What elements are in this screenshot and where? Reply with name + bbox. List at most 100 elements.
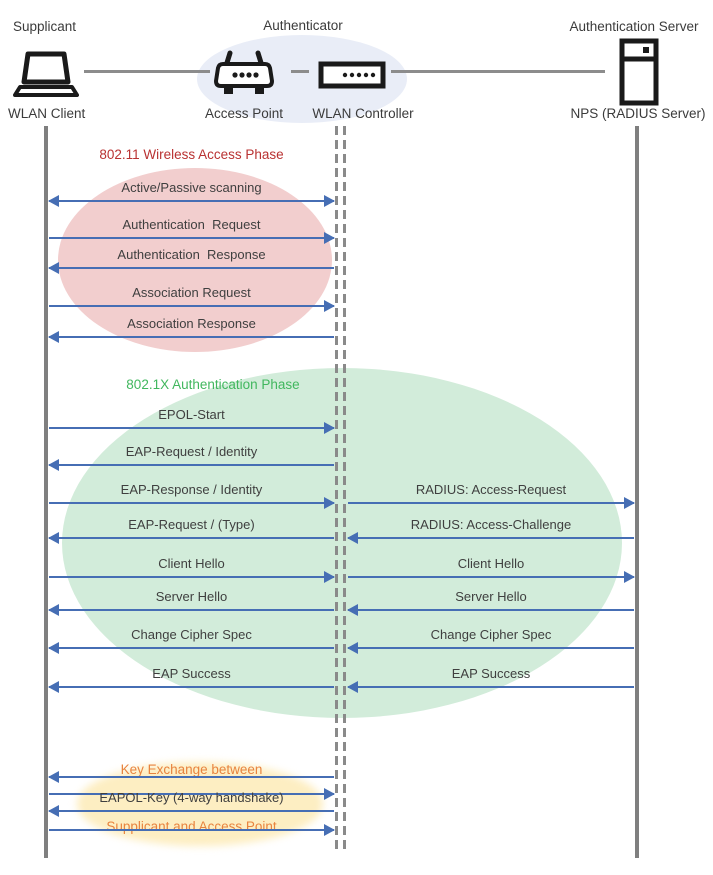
arrowhead-right-icon [324,571,335,583]
arrowhead-right-icon [324,497,335,509]
message-arrow [48,824,335,836]
arrowhead-left-icon [48,459,59,471]
wireless-phase-title: 802.11 Wireless Access Phase [99,147,284,162]
role-label-authenticator: Authenticator [263,18,343,33]
arrow-line [49,502,334,504]
message-arrow [48,497,335,509]
arrow-line [348,502,634,504]
arrow-line [49,810,334,812]
arrow-line [348,537,634,539]
lifeline-authenticator-dashed-1 [335,126,338,852]
dot1x-phase-title: 802.1X Authentication Phase [126,377,300,392]
dot1x-phase-ellipse [62,368,622,718]
arrow-line [49,464,334,466]
wlan-controller-icon [318,59,386,91]
arrow-line [49,336,334,338]
message-arrow [347,604,635,616]
arrowhead-right-icon [324,195,335,207]
role-label-supplicant: Supplicant [13,19,77,34]
arrow-line [49,686,334,688]
message-arrow [48,459,335,471]
message-arrow [48,788,335,800]
message-arrow [347,571,635,583]
message-arrow [48,571,335,583]
lifeline-authenticator-dashed-2 [343,126,346,852]
message-label: EPOL-Start [158,407,225,422]
connector-line [84,70,210,73]
server-icon [619,38,659,106]
arrowhead-left-icon [347,681,358,693]
arrowhead-right-icon [324,300,335,312]
message-label: Client Hello [158,556,225,571]
arrow-line [49,793,334,795]
message-arrow [48,262,335,274]
message-label: EAP-Request / (Type) [128,517,255,532]
message-label: EAPOL-Key (4-way handshake) [99,790,284,805]
connector-line [291,70,309,73]
device-label-nps-radius-server: NPS (RADIUS Server) [570,106,706,121]
wireless-phase-ellipse [58,168,332,352]
arrowhead-left-icon [347,604,358,616]
message-label: Server Hello [455,589,527,604]
role-label-authentication-server: Authentication Server [569,19,699,34]
arrow-line [49,427,334,429]
device-label-wlan-client: WLAN Client [8,106,86,121]
arrowhead-left-icon [347,642,358,654]
arrow-line [49,609,334,611]
arrowhead-left-icon [48,681,59,693]
message-label: EAP-Request / Identity [125,444,258,459]
laptop-icon [13,51,79,99]
lifeline-radius-server [635,126,639,858]
message-label: Authentication Request [122,217,261,232]
message-arrow [48,300,335,312]
arrow-line [49,647,334,649]
arrowhead-left-icon [48,642,59,654]
message-label: Change Cipher Spec [131,627,252,642]
message-arrow [48,681,335,693]
arrow-line [49,267,334,269]
message-arrow [48,771,335,783]
arrowhead-right-icon [324,422,335,434]
message-label: Authentication Response [117,247,266,262]
arrowhead-right-icon [624,497,635,509]
arrow-line [49,537,334,539]
message-arrow [347,532,635,544]
device-label-wlan-controller: WLAN Controller [312,106,414,121]
message-label: RADIUS: Access-Request [415,482,567,497]
message-arrow [48,195,335,207]
arrowhead-right-icon [324,824,335,836]
message-arrow [48,331,335,343]
message-arrow [347,497,635,509]
arrow-line [348,609,634,611]
message-arrow [48,642,335,654]
arrowhead-left-icon [48,195,59,207]
device-label-access-point: Access Point [204,106,284,121]
message-arrow [347,681,635,693]
message-label: Association Request [132,285,251,300]
connector-line [391,70,605,73]
arrow-line [49,237,334,239]
arrowhead-left-icon [347,532,358,544]
arrowhead-left-icon [48,604,59,616]
message-label: EAP-Response / Identity [120,482,263,497]
arrowhead-left-icon [48,331,59,343]
arrow-line [49,200,334,202]
arrowhead-left-icon [48,805,59,817]
arrow-line [348,686,634,688]
arrow-line [348,647,634,649]
message-label: Server Hello [155,589,228,604]
arrowhead-left-icon [48,532,59,544]
message-label: Change Cipher Spec [430,627,552,642]
arrowhead-right-icon [324,788,335,800]
message-label: EAP Success [152,666,231,681]
key-exchange-title-line1: Key Exchange between [120,762,263,777]
message-label: Association Response [127,316,256,331]
message-label: Active/Passive scanning [121,180,262,195]
arrowhead-right-icon [324,232,335,244]
arrowhead-right-icon [624,571,635,583]
lifeline-wlan-client [44,126,48,858]
arrow-line [348,576,634,578]
message-label: Client Hello [457,556,525,571]
message-label: EAP Success [451,666,531,681]
